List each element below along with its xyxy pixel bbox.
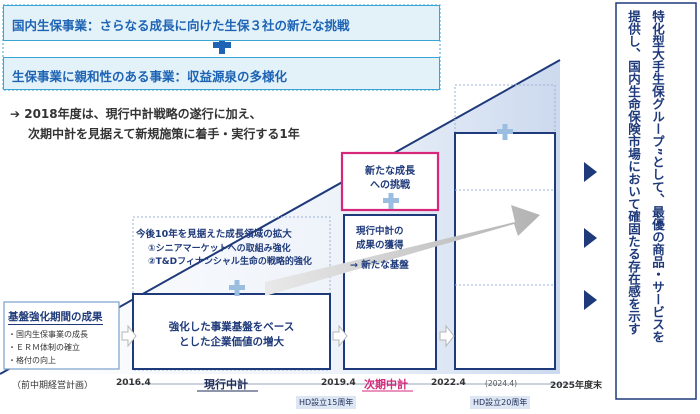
header-line2-box: 生保事業に親和性のある事業：収益源泉の多様化 [3, 57, 440, 90]
growth-item-2: ②T&Dフィナンシャル生命の戦略的強化 [148, 257, 312, 267]
year-2022: 2022.4 [431, 378, 466, 388]
next-plan-box [343, 214, 437, 370]
lead-line1: 2018年度は、現行中計戦略の遂行に加え、 [24, 107, 262, 121]
lead-text: ➔ 2018年度は、現行中計戦略の遂行に加え、 次期中計を見据えて新規施策に着手… [10, 104, 300, 144]
header-line1-box: 国内生保事業：さらなる成長に向けた生保３社の新たな挑戦 [3, 5, 440, 41]
prev-results-item: ・格付の向上 [8, 356, 56, 365]
current-plan-label: 現行中計 [204, 378, 248, 391]
vision-col2: 提供し、国内生命保険市場において確固たる存在感を示す [626, 10, 641, 335]
future-plan-box [454, 132, 556, 370]
prev-results-item: ・ＥＲＭ体制の確立 [8, 343, 80, 352]
challenge-line2: への挑戦 [370, 180, 410, 191]
header-line2: 生保事業に親和性のある事業：収益源泉の多様化 [12, 69, 288, 84]
gain-line2: 成果の獲得 [356, 240, 404, 251]
growth-arrow [265, 205, 540, 296]
gain-line1: 現行中計の [356, 226, 404, 237]
prev-results-item: ・国内生保事業の成長 [8, 330, 88, 339]
prev-results-title: 基盤強化期間の成果 [8, 311, 103, 325]
prev-results-box [3, 301, 120, 370]
year-2016: 2016.4 [116, 378, 151, 388]
timeline: （前中期経営計画） 2016.4 現行中計 2019.4 次期中計 2022.4… [0, 374, 610, 414]
new-base-text: → 新たな基盤 [350, 260, 409, 271]
growth-title: 今後10年を見据えた成長領域の拡大 [136, 229, 292, 240]
next-plan-label: 次期中計 [364, 378, 408, 391]
lead-line2: 次期中計を見据えて新規施策に着手・実行する1年 [28, 127, 300, 141]
lead-arrow-icon: ➔ [10, 107, 25, 121]
challenge-line1: 新たな成長 [365, 166, 415, 177]
base-text: 強化した事業基盤をベース とした企業価値の増大 [133, 320, 330, 350]
vision-col1: 特化型大手生保グループ”として、最優の商品・サービスを [650, 10, 665, 344]
base-text-line1: 強化した事業基盤をベース [168, 321, 295, 333]
challenge-text: 新たな成長 への挑戦 [342, 165, 438, 193]
base-text-line2: とした企業価値の増大 [179, 336, 284, 348]
hd15-badge: HD設立15周年 [296, 396, 357, 409]
growth-area: 今後10年を見据えた成長領域の拡大 ①シニアマーケットへの取組み強化 ②T&Dフ… [136, 226, 328, 269]
header-line1: 国内生保事業：さらなる成長に向けた生保３社の新たな挑戦 [12, 18, 350, 33]
vision-text: 特化型大手生保グループ”として、最優の商品・サービスを 提供し、国内生命保険市場… [621, 10, 669, 395]
hd20-badge: HD設立20周年 [470, 396, 531, 409]
growth-item-1: ①シニアマーケットへの取組み強化 [148, 244, 291, 254]
year-2025: 2025年度末 [550, 381, 603, 391]
year-2024: (2024.4) [485, 379, 518, 388]
vision-box [615, 2, 697, 400]
gain-text: 現行中計の 成果の獲得 → 新たな基盤 [350, 225, 436, 273]
prev-plan-label: （前中期経営計画） [12, 381, 94, 391]
year-2019: 2019.4 [321, 378, 356, 388]
prev-results: 基盤強化期間の成果 ・国内生保事業の成長 ・ＥＲＭ体制の確立 ・格付の向上 [8, 305, 118, 367]
